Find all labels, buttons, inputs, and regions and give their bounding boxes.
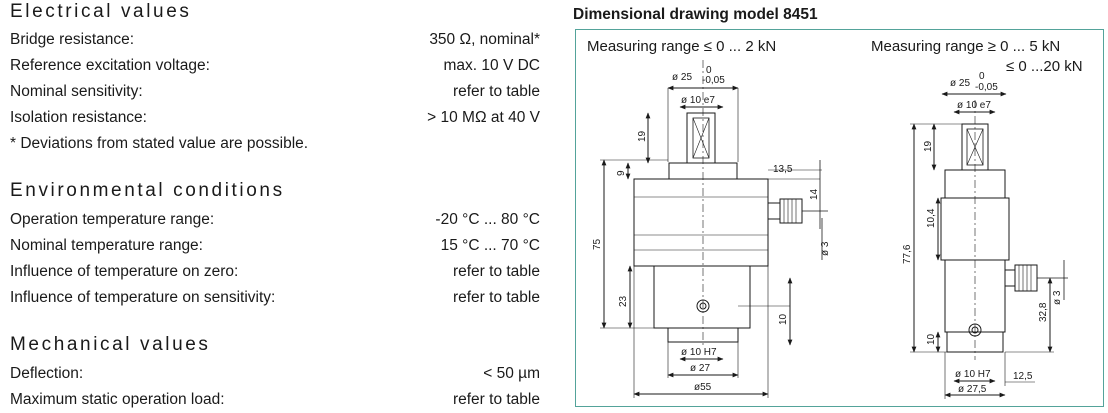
- spec-label: Nominal sensitivity:: [10, 83, 143, 100]
- dim-d10h7: ø 10 H7: [681, 347, 717, 358]
- electrical-values-heading: Electrical values: [10, 1, 192, 22]
- spec-row: Maximum static operation load: refer to …: [10, 391, 540, 413]
- dim-h104: 10,4: [926, 208, 937, 228]
- dim-d10e7: ø 10 e7: [681, 95, 715, 106]
- spec-label: Operation temperature range:: [10, 211, 215, 228]
- dim-w125: 12,5: [1013, 371, 1033, 382]
- dim-h328: 32,8: [1038, 302, 1049, 322]
- dim-d10h7: ø 10 H7: [955, 369, 991, 380]
- spec-value: refer to table: [452, 83, 540, 100]
- left-bottom-dimensions: ø 10 H7 ø 27 ø55: [633, 266, 769, 398]
- spec-row: Influence of temperature on sensitivity:…: [10, 289, 540, 311]
- spec-value: refer to table: [452, 391, 540, 408]
- drawing-title: Dimensional drawing model 8451: [573, 6, 818, 23]
- right-right-dimensions: ø 3 32,8: [1005, 260, 1065, 353]
- spec-value: -20 °C ... 80 °C: [435, 211, 540, 228]
- dim-d25: ø 25: [672, 72, 692, 83]
- left-side-dimensions: 19 9 75 23: [592, 112, 668, 329]
- spec-value: > 10 MΩ at 40 V: [427, 109, 540, 126]
- spec-value: max. 10 V DC: [443, 57, 540, 74]
- dim-tol-top: 0: [979, 71, 985, 82]
- spec-value: 15 °C ... 70 °C: [440, 237, 540, 254]
- dim-h776: 77,6: [902, 244, 913, 264]
- spec-label: Bridge resistance:: [10, 31, 135, 48]
- spec-value: 350 Ω, nominal*: [429, 31, 540, 48]
- left-load-cell-drawing: Measuring range ≤ 0 ... 2 kN ø 25 0 -0,0…: [587, 38, 831, 398]
- spec-row: Deflection: < 50 µm: [10, 365, 540, 387]
- dim-h14: 14: [809, 188, 820, 200]
- left-range-heading: Measuring range ≤ 0 ... 2 kN: [587, 38, 776, 55]
- spec-value: refer to table: [452, 289, 540, 306]
- spec-row: Reference excitation voltage: max. 10 V …: [10, 57, 540, 79]
- right-range-heading-1: Measuring range ≥ 0 ... 5 kN: [871, 38, 1060, 55]
- dim-h9: 9: [616, 170, 627, 176]
- dim-d27: ø 27: [690, 363, 710, 374]
- left-right-dimensions: 13,5 14 ø 3 10: [738, 160, 831, 346]
- spec-label: Maximum static operation load:: [10, 391, 225, 408]
- spec-row: Nominal temperature range: 15 °C ... 70 …: [10, 237, 540, 259]
- spec-value: < 50 µm: [483, 365, 540, 382]
- left-top-dimensions: ø 25 0 -0,05 ø 10 e7: [667, 65, 739, 162]
- dim-w135: 13,5: [773, 164, 793, 175]
- spec-label: Nominal temperature range:: [10, 237, 203, 254]
- spec-label: Influence of temperature on sensitivity:: [10, 289, 276, 306]
- right-top-dimensions: ø 25 0 -0,05 ø 10 e7: [941, 71, 1007, 115]
- dim-h19: 19: [637, 130, 648, 142]
- spec-label: Reference excitation voltage:: [10, 57, 210, 74]
- spec-label: Isolation resistance:: [10, 109, 147, 126]
- dim-d3: ø 3: [1052, 290, 1063, 305]
- specifications-panel: Electrical values Bridge resistance: 350…: [0, 0, 550, 410]
- spec-label: Influence of temperature on zero:: [10, 263, 239, 280]
- spec-row: Isolation resistance: > 10 MΩ at 40 V: [10, 109, 540, 131]
- right-bottom-dimensions: ø 10 H7 12,5 ø 27,5: [944, 352, 1035, 399]
- spec-row: Bridge resistance: 350 Ω, nominal*: [10, 31, 540, 53]
- drawing-frame: [575, 29, 1104, 407]
- spec-label: Deflection:: [10, 365, 84, 382]
- dim-h10: 10: [778, 313, 789, 325]
- dim-d55: ø55: [694, 382, 712, 393]
- deviation-note: * Deviations from stated value are possi…: [10, 135, 309, 152]
- dim-h75: 75: [592, 238, 603, 250]
- right-side-dimensions: 19 10,4 77,6 10: [902, 123, 962, 353]
- environmental-conditions-heading: Environmental conditions: [10, 180, 285, 201]
- left-cell-body: [633, 60, 828, 348]
- right-range-heading-2: ≤ 0 ...20 kN: [1006, 58, 1083, 75]
- spec-value: refer to table: [452, 263, 540, 280]
- dim-h19: 19: [923, 140, 934, 152]
- spec-row: Influence of temperature on zero: refer …: [10, 263, 540, 285]
- dim-d3: ø 3: [820, 241, 831, 256]
- spec-row: Operation temperature range: -20 °C ... …: [10, 211, 540, 233]
- dim-h23: 23: [618, 295, 629, 307]
- dim-d10e7: ø 10 e7: [957, 100, 991, 111]
- right-load-cell-drawing: Measuring range ≥ 0 ... 5 kN ≤ 0 ...20 k…: [871, 38, 1083, 399]
- dim-d25: ø 25: [950, 78, 970, 89]
- dim-h10: 10: [926, 333, 937, 345]
- mechanical-values-heading: Mechanical values: [10, 334, 211, 355]
- dim-d275: ø 27,5: [958, 384, 987, 395]
- right-cell-body: [940, 100, 1068, 360]
- spec-row: Nominal sensitivity: refer to table: [10, 83, 540, 105]
- dim-tol-bottom: -0,05: [975, 82, 998, 93]
- dim-tol-top: 0: [706, 65, 712, 76]
- dim-tol-bottom: -0,05: [702, 75, 725, 86]
